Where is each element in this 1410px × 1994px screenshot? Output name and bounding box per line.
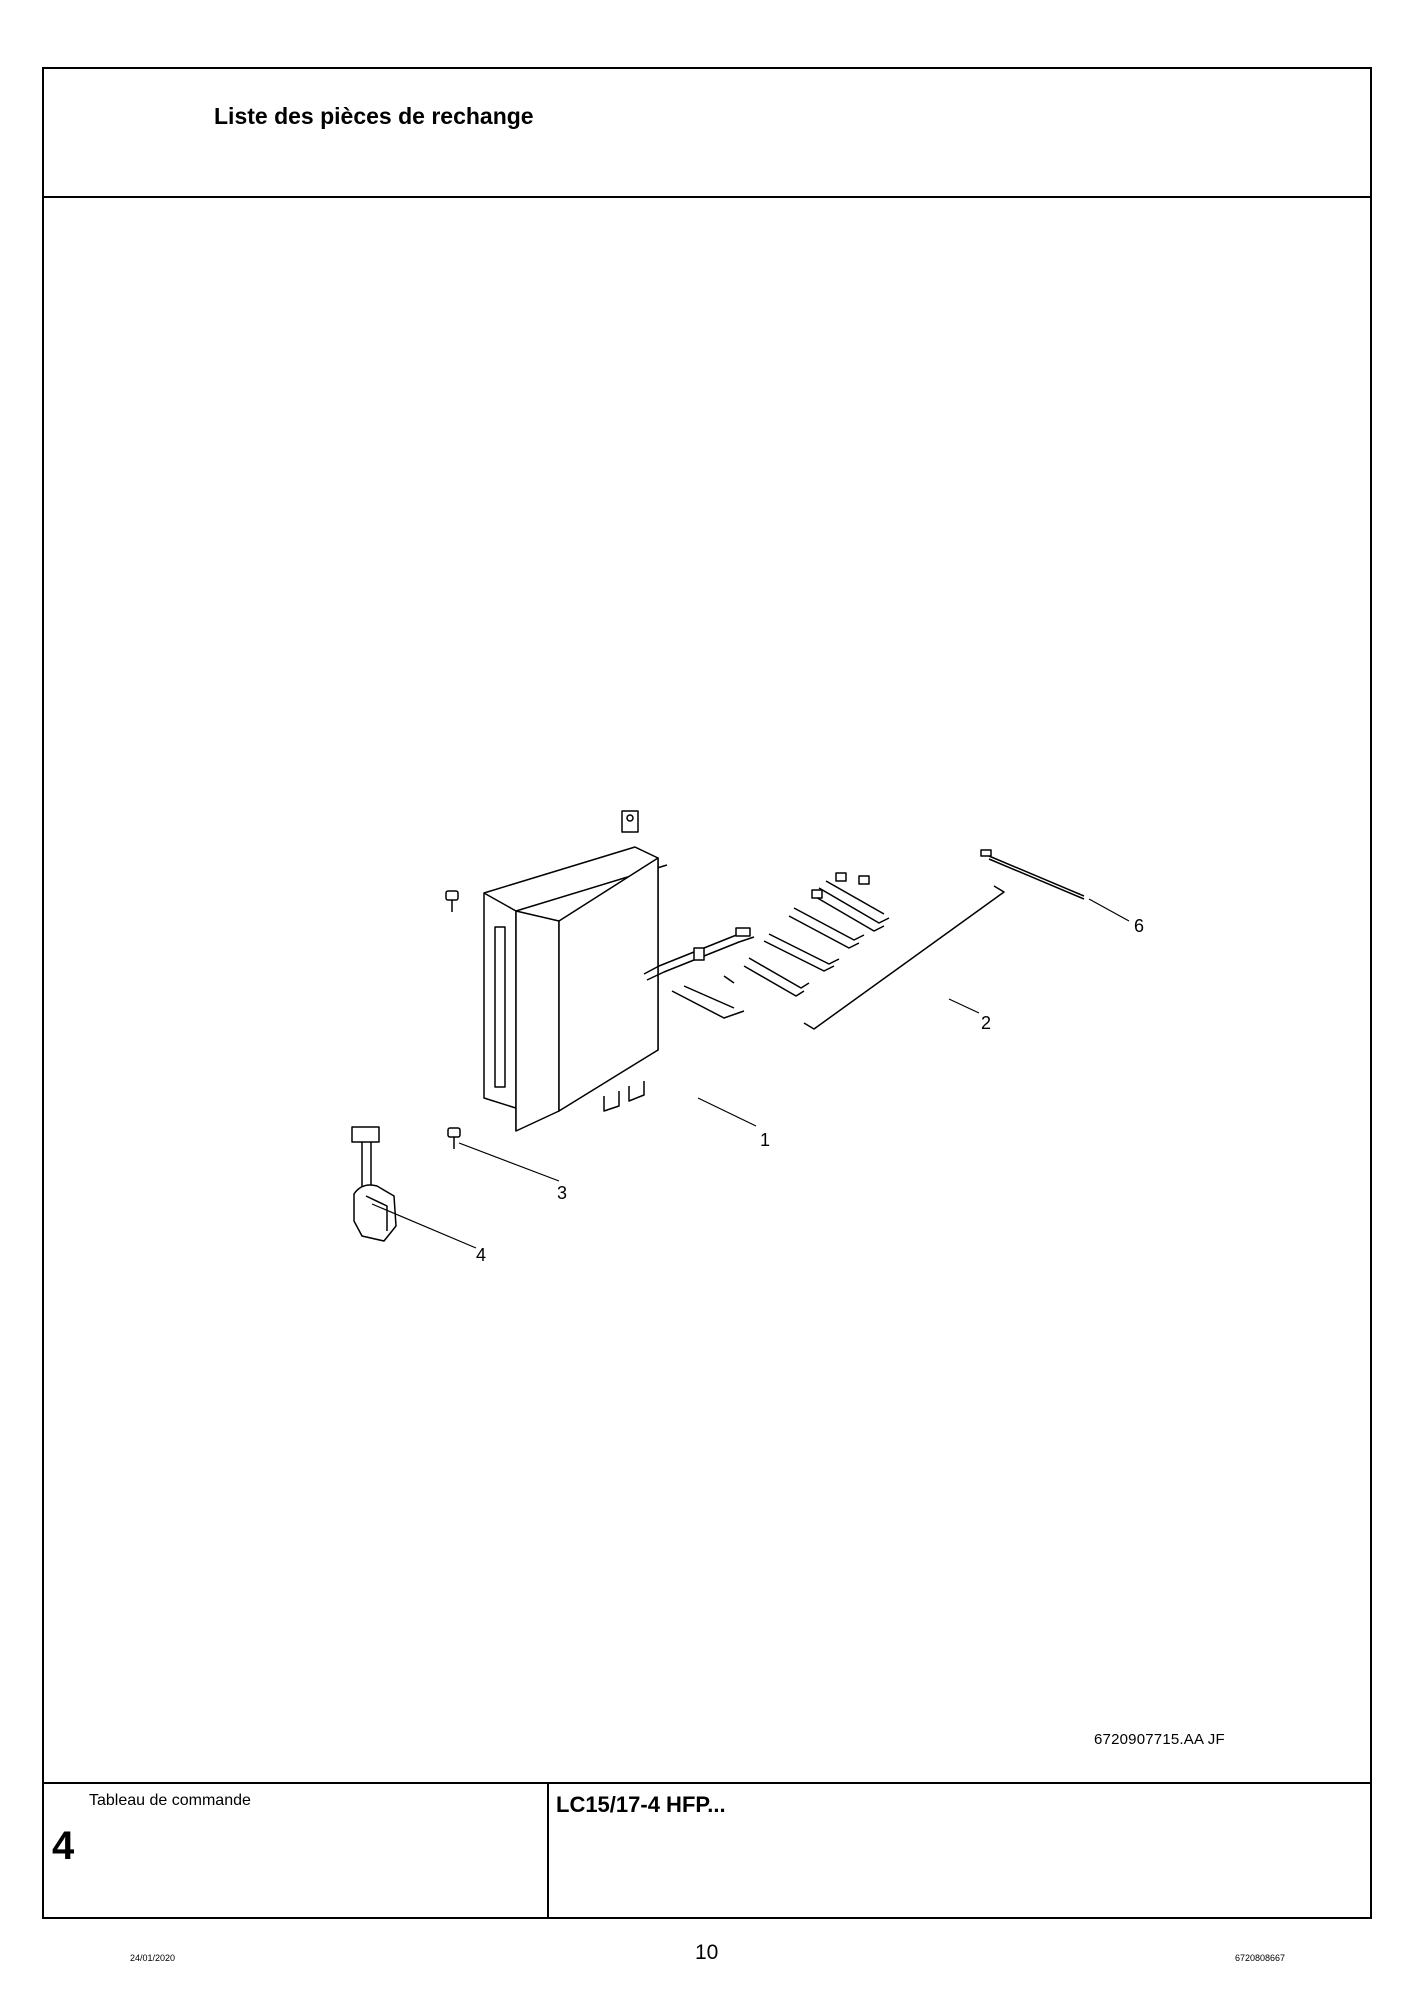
- harness-bracket: [803, 885, 1005, 1030]
- sensor-plug-part: [351, 1126, 397, 1242]
- section-name: Tableau de commande: [89, 1792, 251, 1809]
- leader-lines: [371, 898, 1130, 1249]
- section-number: 4: [52, 1824, 75, 1868]
- sensor-wire-part: [980, 849, 1085, 900]
- exploded-view-drawing: 1 2 3 4 6 6720907715.AA JF: [44, 196, 1370, 1788]
- wiring-harness-set: [643, 872, 890, 1019]
- callout-6: 6: [1134, 916, 1144, 936]
- control-box-part: [483, 810, 668, 1132]
- print-date: 24/01/2020: [130, 1953, 176, 1963]
- drawing-reference: 6720907715.AA JF: [1094, 1731, 1225, 1748]
- page-number: 10: [695, 1941, 719, 1964]
- callout-4: 4: [476, 1245, 486, 1265]
- document-code: 6720808667: [1235, 1953, 1286, 1963]
- callout-1: 1: [760, 1130, 770, 1150]
- callout-2: 2: [981, 1013, 991, 1033]
- footer-block: Tableau de commande 4 LC15/17-4 HFP...: [44, 1782, 1370, 1917]
- header: Liste des pièces de rechange: [44, 69, 1370, 198]
- screw-upper: [445, 890, 459, 912]
- callout-3: 3: [557, 1183, 567, 1203]
- parts-diagram: 1 2 3 4 6: [351, 810, 1144, 1265]
- page-title: Liste des pièces de rechange: [214, 103, 534, 129]
- screw-lower: [447, 1127, 461, 1149]
- footer-section-cell: Tableau de commande 4: [44, 1784, 549, 1917]
- model-name: LC15/17-4 HFP...: [556, 1792, 726, 1817]
- page-frame: Liste des pièces de rechange: [42, 67, 1372, 1919]
